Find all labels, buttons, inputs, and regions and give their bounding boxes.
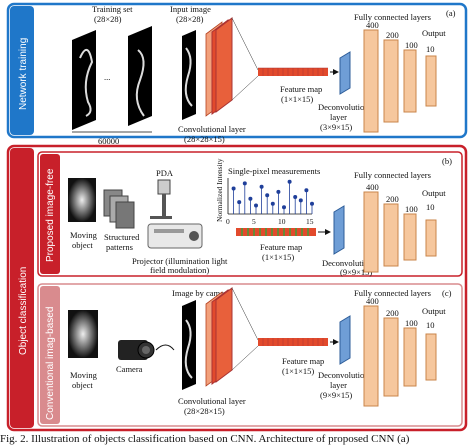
spm-point [260,185,264,189]
training-set-size: (28×28) [94,14,122,24]
training-count: 60000 [98,136,119,146]
moving-object-c-label2: object [72,380,93,390]
deconv-label2-c: layer [330,380,347,390]
spm-point [271,202,275,206]
moving-object-c [68,310,98,358]
fc-size-a-2: 100 [405,40,418,50]
spm-xtick-2: 10 [278,217,286,226]
feature-map-c [258,338,328,346]
structured-label2: patterns [106,242,133,252]
spm-point [310,202,314,206]
fc-size-b-2: 100 [405,204,418,214]
deconv-size-c: (9×9×15) [320,390,352,400]
output-label-a: Output [422,28,446,38]
conv-label-a: Convolutional layer [178,124,246,134]
spm-point [265,193,269,197]
spm-point [299,198,303,202]
feature-map-a [258,68,328,76]
projector-icon [148,224,202,248]
conv-layer-c [206,288,232,386]
input-image-label: Input image [170,4,211,14]
panel-c-side-label: Conventional imag-based [45,307,56,420]
output-size-a: 10 [426,44,435,54]
spm-xtick-3: 15 [306,217,314,226]
conv-label-c: Convolutional layer [178,396,246,406]
feature-label-b: Feature map [260,242,302,252]
camera-arrow [156,345,174,350]
fc-size-c-0: 400 [366,296,379,306]
fc-size-c-2: 100 [405,318,418,328]
feature-label-a: Feature map [280,84,322,94]
feature-size-b: (1×1×15) [262,252,294,262]
spm-y-axis: Normalized Intensity [215,158,224,222]
panel-a-side-label: Network training [18,38,29,110]
camera-label: Camera [116,364,143,374]
fc-size-b-0: 400 [366,182,379,192]
deconv-layer-b [334,206,344,254]
pda-label: PDA [156,168,174,178]
conv-layer-a [206,18,232,116]
panel-b-side-label: Proposed image-free [45,168,56,262]
conv-size-c: (28×28×15) [184,406,225,416]
feature-size-c: (1×1×15) [282,366,314,376]
spm-point [304,188,308,192]
feature-size-a: (1×1×15) [281,94,313,104]
deconv-layer-a [340,52,350,94]
fc-size-a-0: 400 [366,20,379,30]
training-images [72,26,152,130]
spm-point [293,195,297,199]
camera-icon [118,340,154,360]
structured-patterns [104,190,134,228]
spm-point [282,205,286,209]
spm-xtick-1: 5 [252,217,256,226]
moving-object-b-label2: object [72,240,93,250]
panel-b-badge: (b) [442,156,452,166]
training-ellipsis: ... [104,72,110,82]
output-size-b: 10 [426,202,435,212]
fc-size-a-1: 200 [386,30,399,40]
spm-title: Single-pixel measurements [228,166,320,176]
feature-map-b [236,228,316,236]
output-label-b: Output [422,188,446,198]
spm-point [248,197,252,201]
fc-size-b-1: 200 [386,194,399,204]
moving-object-c-label: Moving [70,370,98,380]
pda-icon [150,180,172,219]
output-size-c: 10 [426,320,435,330]
fc-label-b: Fully connected layers [354,170,431,180]
spm-chart [228,178,314,214]
training-set-label: Training set [92,4,133,14]
panel-c-badge: (c) [442,288,452,298]
structured-label: Structured [104,232,140,242]
figure-caption: Fig. 2. Illustration of objects classifi… [0,432,474,446]
spm-point [232,187,236,191]
output-label-c: Output [422,306,446,316]
moving-object-b-label: Moving [70,230,98,240]
deconv-size-a: (3×9×15) [320,122,352,132]
spm-xtick-0: 0 [226,217,230,226]
moving-object-b [68,178,96,222]
projector-label2: field modulation) [150,265,209,275]
deconv-label2-a: layer [330,112,347,122]
fc-size-c-1: 200 [386,308,399,318]
deconv-layer-c [340,316,350,364]
feature-label-c: Feature map [282,356,324,366]
input-image-size: (28×28) [176,14,204,24]
spm-point [276,190,280,194]
group-label: Object classification [18,267,29,355]
spm-point [243,181,247,185]
spm-point [254,204,258,208]
spm-point [288,180,292,184]
panel-a-badge: (a) [446,8,456,18]
conv-size-a: (28×28×15) [184,134,225,144]
spm-point [237,200,241,204]
